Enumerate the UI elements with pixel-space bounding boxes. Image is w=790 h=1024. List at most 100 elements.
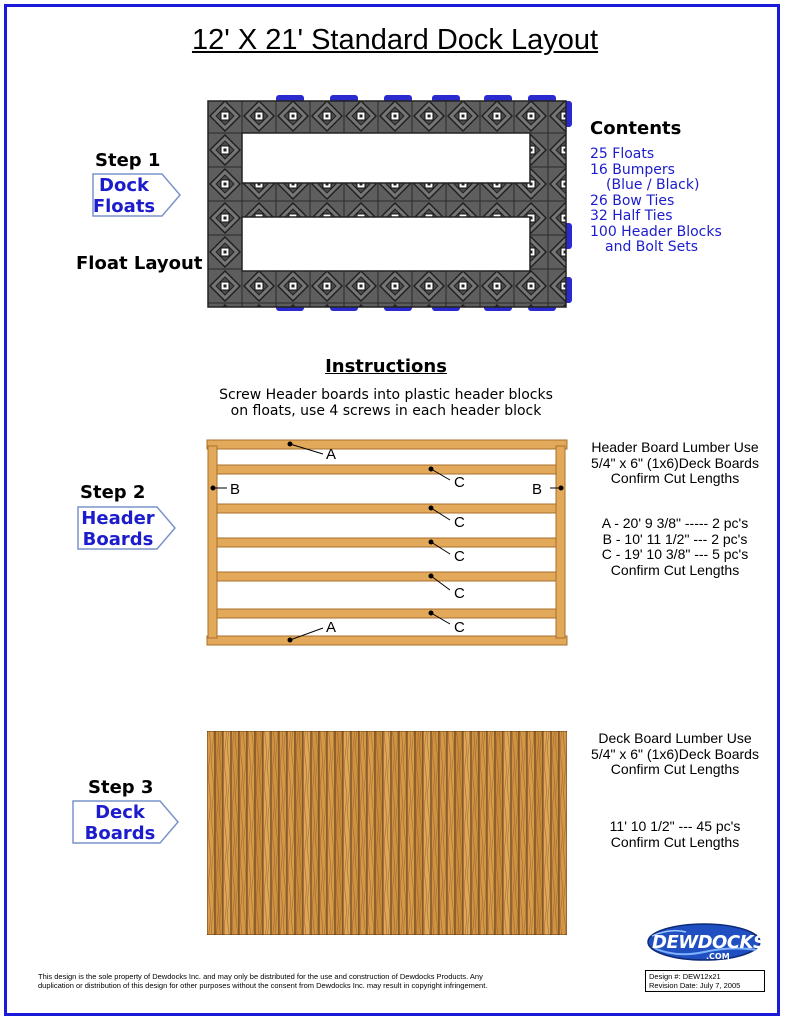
label-b-right: B <box>532 481 543 498</box>
board-c-2 <box>216 503 557 514</box>
wood-grain <box>207 731 211 935</box>
label-c-3: C <box>454 548 465 565</box>
spec-line: Confirm Cut Lengths <box>610 761 740 777</box>
wood-grain <box>231 731 235 935</box>
step2-label: Step 2 <box>80 482 146 503</box>
step1-tag-text: Dock Floats <box>92 175 156 217</box>
wood-grain <box>419 731 423 935</box>
deck-board <box>486 731 496 935</box>
contents-item: 26 Bow Ties <box>590 192 675 209</box>
wood-grain <box>359 731 363 935</box>
wood-grain <box>399 731 403 935</box>
wood-grain <box>451 731 455 935</box>
deck-board <box>254 731 264 935</box>
wood-grain <box>491 731 495 935</box>
contents-title: Contents <box>590 118 682 139</box>
design-info-box: Design #: DEW12x21 Revision Date: July 7… <box>645 970 765 992</box>
step2-arrow-tag <box>77 506 176 550</box>
step3-lumber-spec: Deck Board Lumber Use 5/4" x 6" (1x6)Dec… <box>570 730 780 778</box>
wood-grain <box>563 731 567 935</box>
wood-grain <box>427 731 431 935</box>
deck-board <box>534 731 544 935</box>
wood-grain <box>351 731 355 935</box>
wood-grain <box>291 731 295 935</box>
wood-grain <box>459 731 463 935</box>
page-title: 12' X 21' Standard Dock Layout <box>191 24 599 56</box>
wood-grain <box>507 731 511 935</box>
wood-grain <box>547 731 551 935</box>
wood-grain <box>267 731 271 935</box>
wood-grain <box>471 731 475 935</box>
wood-grain <box>511 731 515 935</box>
contents-item: 25 Floats <box>590 146 655 162</box>
spec-line: Header Board Lumber Use <box>591 439 759 455</box>
wood-grain <box>247 731 251 935</box>
label-c-4: C <box>454 585 465 602</box>
wood-grain <box>403 731 407 935</box>
copyright-line2: duplication or distribution of this desi… <box>38 981 488 990</box>
wood-grain <box>279 731 283 935</box>
wood-grain <box>307 731 311 935</box>
wood-grain <box>519 731 523 935</box>
wood-grain <box>467 731 471 935</box>
step3-tag-line2: Boards <box>84 823 156 844</box>
step3-arrow-tag <box>72 800 179 844</box>
deck-board <box>390 731 400 935</box>
wood-grain <box>363 731 367 935</box>
step1-label: Step 1 <box>95 150 161 171</box>
wood-grain <box>371 731 375 935</box>
wood-grain <box>463 731 467 935</box>
deck-board <box>502 731 512 935</box>
wood-grain <box>311 731 315 935</box>
contents-item: 16 Bumpers <box>590 161 675 178</box>
label-b-left: B <box>230 481 241 498</box>
wood-grain <box>479 731 483 935</box>
spec-line: 5/4" x 6" (1x6)Deck Boards <box>591 454 759 471</box>
cut-line: 11' 10 1/2" --- 45 pc's <box>609 818 741 834</box>
label-c-1: C <box>454 474 465 491</box>
board-a-bottom <box>206 635 568 646</box>
wood-grain <box>407 731 411 935</box>
board-c-3 <box>216 537 557 548</box>
step3-tag-text: Deck Boards <box>78 802 162 844</box>
dewdocks-logo <box>647 923 761 961</box>
spec-line: 5/4" x 6" (1x6)Deck Boards <box>591 745 759 762</box>
wood-grain <box>239 731 243 935</box>
deck-board <box>214 731 224 935</box>
wood-grain <box>539 731 543 935</box>
header-boards-diagram <box>206 439 568 646</box>
wood-grain <box>327 731 331 935</box>
wood-grain <box>499 731 503 935</box>
deck-board <box>374 731 384 935</box>
wood-grain <box>483 731 487 935</box>
wood-grain <box>283 731 287 935</box>
deck-board <box>518 731 528 935</box>
wood-grain <box>339 731 343 935</box>
wood-grain <box>355 731 359 935</box>
wood-grain <box>531 731 535 935</box>
label-c-5: C <box>454 619 465 636</box>
wood-grain <box>423 731 427 935</box>
logo-text: DEWDOCKS <box>652 932 766 953</box>
wood-grain <box>223 731 227 935</box>
deck-board <box>438 731 448 935</box>
wood-grain <box>443 731 447 935</box>
contents-item: 100 Header Blocks <box>590 223 722 240</box>
deck-board <box>406 731 416 935</box>
wood-grain <box>211 731 215 935</box>
wood-grain <box>383 731 387 935</box>
deck-board <box>550 731 560 935</box>
wood-grain <box>303 731 307 935</box>
board-a-top <box>206 439 568 450</box>
step3-cut-list: 11' 10 1/2" --- 45 pc's Confirm Cut Leng… <box>570 818 780 850</box>
board-b-left <box>207 445 218 639</box>
wood-grain <box>535 731 539 935</box>
wood-grain <box>395 731 399 935</box>
contents-list: 25 Floats 16 Bumpers (Blue / Black) 26 B… <box>590 146 770 256</box>
wood-grain <box>335 731 339 935</box>
wood-grain <box>219 731 223 935</box>
wood-grain <box>527 731 531 935</box>
cut-line: C - 19' 10 3/8" --- 5 pc's <box>601 546 749 562</box>
label-a-top: A <box>326 446 337 463</box>
deck-board <box>342 731 352 935</box>
